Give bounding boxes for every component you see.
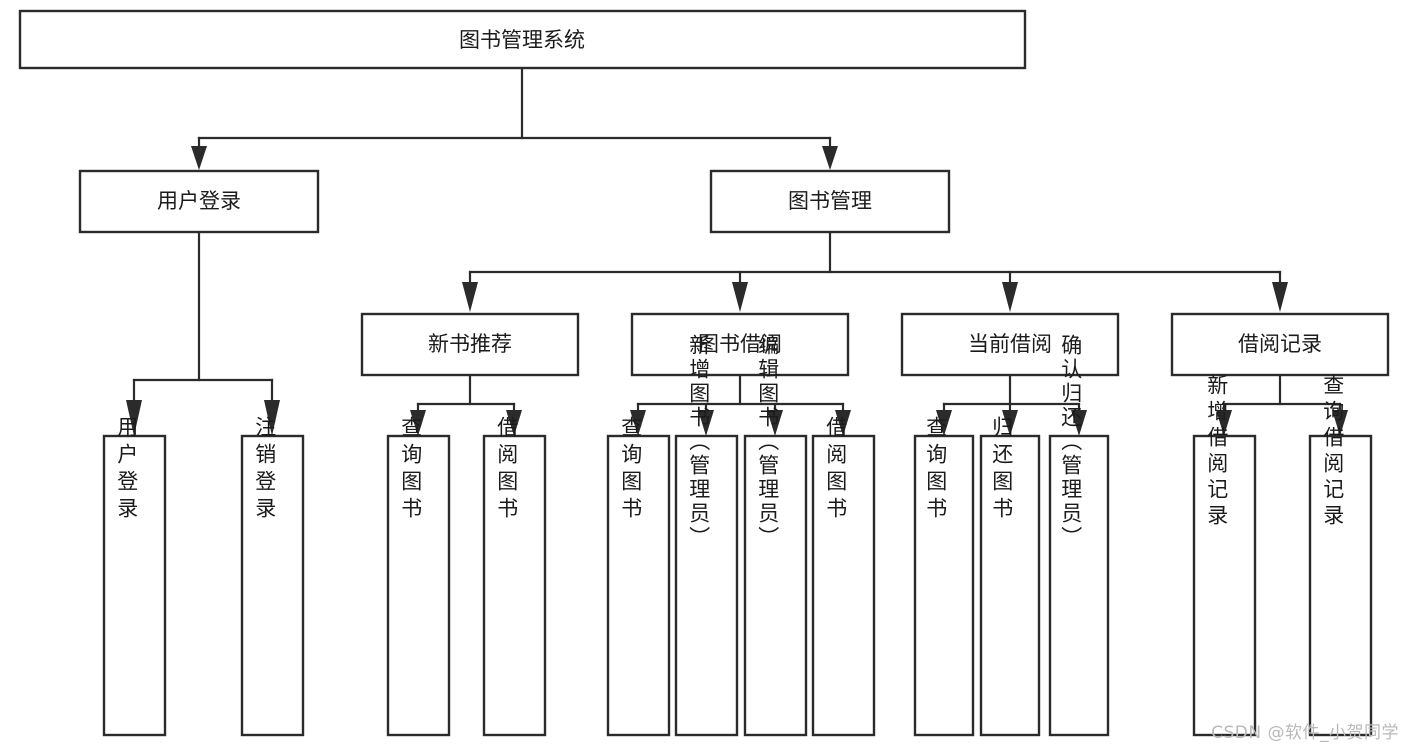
leaf-node-return-book[interactable]: 归还图书 [979, 416, 1041, 737]
arrow-head-icon-level3-1 [462, 282, 478, 312]
node-box-leaf-user-login[interactable] [102, 434, 167, 737]
leaf-node-query-book-newbook[interactable]: 查询图书 [386, 416, 451, 737]
connector-layer [126, 67, 1348, 436]
arrow-head-icon-record-2 [1332, 410, 1348, 436]
node-box-book-management[interactable] [709, 169, 951, 234]
node-box-leaf-borrow-book-newbook[interactable] [482, 434, 547, 737]
leaf-node-confirm-return-admin[interactable]: 确认归还（管理员） [1048, 334, 1110, 737]
node-label-leaf-return-book: 归还图书 [990, 416, 1014, 524]
node-box-borrow-record[interactable] [1170, 312, 1390, 377]
leaf-node-borrow-book-newbook[interactable]: 借阅图书 [482, 416, 547, 737]
node-box-current-borrow[interactable] [900, 312, 1120, 377]
arrow-head-icon-userlogin-1 [126, 400, 142, 436]
leaf-node-query-book-borrow[interactable]: 查询图书 [606, 416, 671, 737]
node-label-leaf-borrow-book-borrow: 借阅图书 [824, 416, 848, 524]
node-label-leaf-query-book-current: 查询图书 [924, 416, 948, 524]
arrow-head-icon-borrow-1 [630, 410, 646, 436]
node-box-leaf-edit-book-admin[interactable] [743, 434, 808, 737]
node-box-new-book-recommend[interactable] [360, 312, 580, 377]
leaf-node-edit-book-admin[interactable]: 编辑图书（管理员） [743, 334, 808, 737]
node-label-leaf-user-login: 用户登录 [115, 416, 139, 524]
arrow-head-icon-borrow-2 [698, 410, 714, 436]
node-label-leaf-query-book-newbook: 查询图书 [399, 416, 423, 524]
node-label-leaf-query-borrow-record: 查询借阅记录 [1321, 374, 1345, 530]
node-box-leaf-return-book[interactable] [979, 434, 1041, 737]
node-root-system[interactable]: 图书管理系统 [18, 9, 1027, 70]
arrow-head-icon-level2-book [822, 146, 838, 170]
arrow-head-icon-record-1 [1216, 410, 1232, 436]
leaf-node-query-book-current[interactable]: 查询图书 [913, 416, 975, 737]
arrow-head-icon-current-2 [1002, 410, 1018, 436]
node-box-leaf-borrow-book-borrow[interactable] [811, 434, 876, 737]
node-label-leaf-edit-book-admin: 编辑图书（管理员） [756, 334, 780, 550]
arrow-head-icon-level2-user [191, 146, 207, 170]
node-label-leaf-borrow-book-newbook: 借阅图书 [495, 416, 519, 524]
leaf-node-user-login[interactable]: 用户登录 [102, 416, 167, 737]
node-label-new-book-recommend: 新书推荐 [428, 332, 512, 356]
node-box-leaf-query-book-current[interactable] [913, 434, 975, 737]
node-user-login[interactable]: 用户登录 [78, 169, 320, 234]
leaf-node-add-borrow-record[interactable]: 新增借阅记录 [1192, 374, 1257, 737]
leaf-node-query-borrow-record[interactable]: 查询借阅记录 [1308, 374, 1373, 737]
node-box-root[interactable] [18, 9, 1027, 70]
arrow-head-icon-borrow-3 [767, 410, 783, 436]
arrow-head-icon-newbook-1 [410, 410, 426, 436]
node-box-leaf-add-borrow-record[interactable] [1192, 434, 1257, 737]
node-label-current-borrow: 当前借阅 [968, 332, 1052, 356]
node-label-leaf-confirm-return-admin: 确认归还（管理员） [1059, 334, 1083, 550]
node-label-book-management: 图书管理 [788, 189, 872, 213]
node-label-user-login: 用户登录 [157, 189, 241, 213]
node-new-book-recommend[interactable]: 新书推荐 [360, 312, 580, 377]
arrow-head-icon-level3-4 [1272, 282, 1288, 312]
arrow-head-icon-borrow-4 [835, 410, 851, 436]
node-book-borrow[interactable]: 图书借阅 [630, 312, 850, 377]
arrow-head-icon-newbook-2 [506, 410, 522, 436]
node-label-leaf-add-borrow-record: 新增借阅记录 [1205, 374, 1229, 530]
arrow-head-icon-userlogin-2 [264, 400, 280, 436]
leaf-node-borrow-book-borrow[interactable]: 借阅图书 [811, 416, 876, 737]
arrow-head-icon-level3-3 [1002, 282, 1018, 312]
node-label-leaf-query-book-borrow: 查询图书 [619, 416, 643, 524]
node-label-leaf-add-book-admin: 新增图书（管理员） [687, 334, 711, 550]
node-box-leaf-query-book-borrow[interactable] [606, 434, 671, 737]
node-box-leaf-add-book-admin[interactable] [674, 434, 739, 737]
leaf-node-logout[interactable]: 注销登录 [240, 416, 305, 737]
watermark-text: CSDN @软件_小贺同学 [1211, 723, 1399, 743]
arrow-head-icon-current-1 [936, 410, 952, 436]
node-book-management[interactable]: 图书管理 [709, 169, 951, 234]
arrow-head-icon-level3-2 [732, 282, 748, 312]
node-label-root: 图书管理系统 [459, 28, 585, 52]
node-box-book-borrow[interactable] [630, 312, 850, 377]
node-label-leaf-logout: 注销登录 [253, 416, 277, 524]
node-box-leaf-confirm-return-admin[interactable] [1048, 434, 1110, 737]
arrow-head-icon-current-3 [1071, 410, 1087, 436]
node-box-leaf-query-book-newbook[interactable] [386, 434, 451, 737]
leaf-node-add-book-admin[interactable]: 新增图书（管理员） [674, 334, 739, 737]
node-borrow-record[interactable]: 借阅记录 [1170, 312, 1390, 377]
node-box-user-login[interactable] [78, 169, 320, 234]
node-box-leaf-query-borrow-record[interactable] [1308, 434, 1373, 737]
node-current-borrow[interactable]: 当前借阅 [900, 312, 1120, 377]
node-label-borrow-record: 借阅记录 [1238, 332, 1322, 356]
node-box-leaf-logout[interactable] [240, 434, 305, 737]
node-label-book-borrow: 图书借阅 [698, 332, 782, 356]
